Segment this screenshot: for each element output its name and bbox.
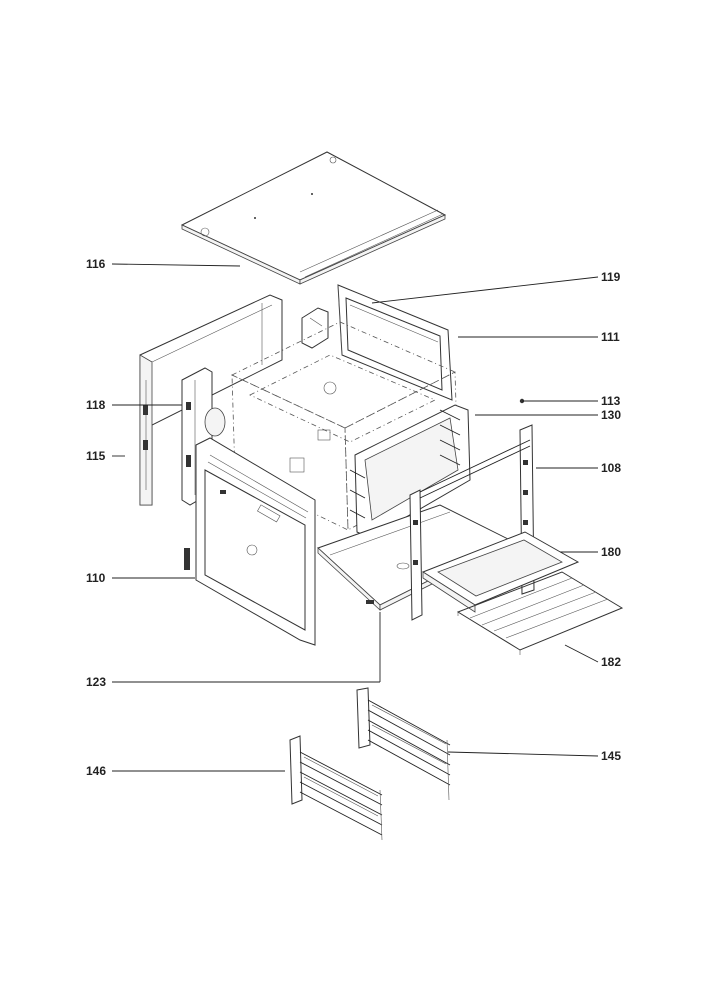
part-label-118: 118 (86, 398, 106, 412)
oven-cavity (231, 321, 471, 539)
part-label-111: 111 (601, 330, 620, 344)
front-frame (184, 437, 316, 646)
part-label-130: 130 (601, 408, 621, 422)
part-label-116: 116 (86, 257, 106, 271)
part-label-110: 110 (86, 571, 106, 585)
part-label-113: 113 (601, 394, 621, 408)
part-label-123: 123 (86, 675, 106, 689)
part-label-182: 182 (601, 655, 621, 669)
left-side-panel (139, 294, 283, 506)
leader-lines (111, 263, 599, 772)
part-label-145: 145 (601, 749, 621, 763)
part-label-108: 108 (601, 461, 621, 475)
top-rear-bracket (301, 307, 329, 349)
top-cover-panel (180, 151, 447, 285)
part-label-180: 180 (601, 545, 621, 559)
rear-frame (337, 284, 453, 401)
part-label-119: 119 (601, 270, 621, 284)
part-label-115: 115 (86, 449, 106, 463)
rack-side-guide-146 (289, 735, 383, 841)
baking-tray (421, 531, 580, 613)
rack-side-guide-145 (356, 687, 451, 801)
wire-grill (456, 571, 624, 655)
part-label-146: 146 (86, 764, 106, 778)
